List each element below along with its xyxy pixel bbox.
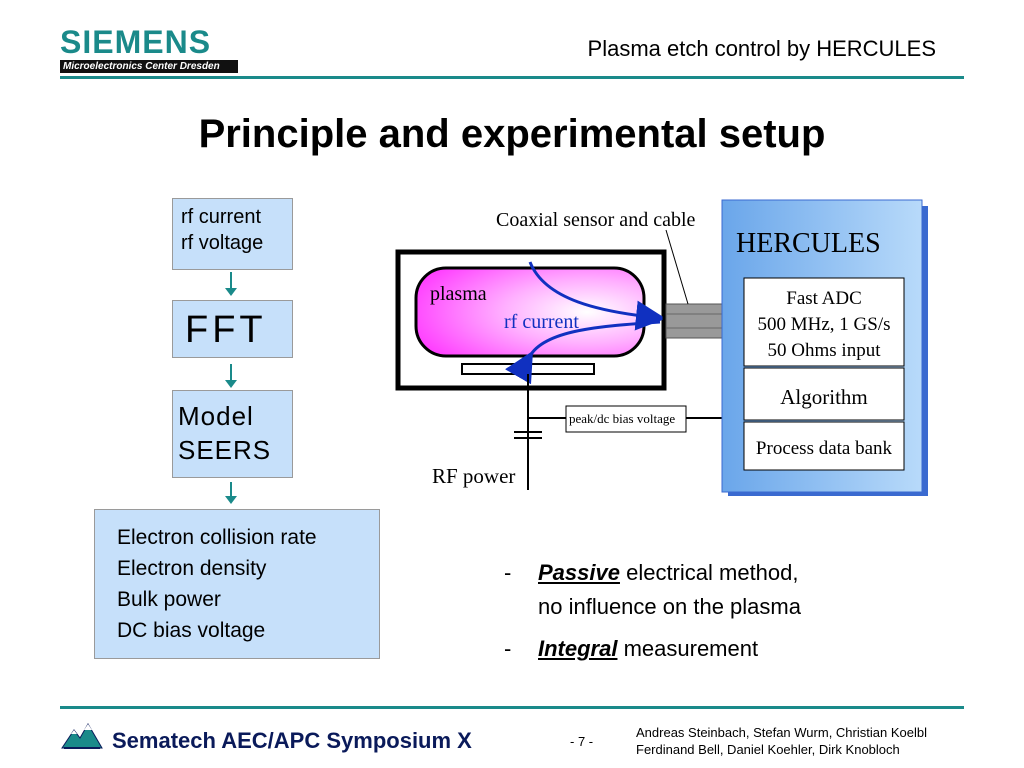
logo-subtitle: Microelectronics Center Dresden xyxy=(60,60,238,73)
coax-label: Coaxial sensor and cable xyxy=(496,209,695,231)
bullet-line2-passive: no influence on the plasma xyxy=(538,594,801,619)
logo-word: SIEMENS xyxy=(60,24,212,60)
hercules-title: HERCULES xyxy=(736,228,881,259)
result-electron-density: Electron density xyxy=(117,557,267,580)
rf-voltage-text: rf voltage xyxy=(181,232,264,254)
result-dc-bias: DC bias voltage xyxy=(117,619,266,642)
bias-label: peak/dc bias voltage xyxy=(569,411,675,426)
bullet-dash: - xyxy=(504,560,512,585)
authors-line-1: Andreas Steinbach, Stefan Wurm, Christia… xyxy=(636,725,927,740)
flow-arrow-3 xyxy=(225,482,237,504)
result-bulk-power: Bulk power xyxy=(117,588,221,611)
bullet-emph-integral: Integral xyxy=(538,636,618,661)
wafer-electrode xyxy=(461,363,595,375)
model-text: Model xyxy=(178,401,254,431)
flow-box-results: Electron collision rate Electron density… xyxy=(94,509,380,659)
bullet-integral: - Integral measurement xyxy=(504,632,801,666)
bias-box xyxy=(565,405,687,433)
rf-power-label: RF power xyxy=(432,464,515,488)
adc-line-3: 50 Ohms input xyxy=(768,340,882,361)
algorithm-box xyxy=(743,367,905,421)
coax-leader xyxy=(665,229,689,305)
bullet-rest-integral: measurement xyxy=(617,636,759,661)
rf-current-text: rf current xyxy=(181,206,262,228)
flow-box-rf-inputs: rf current rf voltage xyxy=(172,198,293,270)
adc-box xyxy=(743,277,905,367)
adc-line-1: Fast ADC xyxy=(786,288,862,309)
adc-line-2: 500 MHz, 1 GS/s xyxy=(757,314,890,335)
footer-conference: Sematech AEC/APC Symposium X xyxy=(112,728,472,753)
databank-label: Process data bank xyxy=(756,438,893,459)
result-collision-rate: Electron collision rate xyxy=(117,526,317,549)
rf-current-label: rf current xyxy=(504,311,579,333)
slide-topic: Plasma etch control by HERCULES xyxy=(587,36,936,61)
bullet-emph-passive: Passive xyxy=(538,560,620,585)
flow-box-model: Model SEERS xyxy=(172,390,293,478)
footer-page-number: - 7 - xyxy=(570,734,594,749)
plasma-label: plasma xyxy=(430,283,487,305)
footer-rule xyxy=(60,706,964,709)
header-rule xyxy=(60,76,964,79)
rf-current-arrow-top xyxy=(528,261,666,331)
bullet-passive: - Passive electrical method, no influenc… xyxy=(504,556,801,624)
mountain-logo-icon xyxy=(61,723,103,749)
seers-text: SEERS xyxy=(178,435,272,465)
bullet-dash: - xyxy=(504,636,512,661)
footer-authors: Andreas Steinbach, Stefan Wurm, Christia… xyxy=(636,724,927,758)
algorithm-label: Algorithm xyxy=(780,385,868,409)
rf-current-arrow-bottom xyxy=(504,320,661,385)
siemens-logo: SIEMENS Microelectronics Center Dresden xyxy=(60,26,238,73)
flow-arrow-1 xyxy=(225,272,237,296)
flow-box-fft: FFT xyxy=(172,300,293,358)
bullet-rest-passive: electrical method, xyxy=(619,560,799,585)
bullet-list: - Passive electrical method, no influenc… xyxy=(504,556,801,666)
page-title: Principle and experimental setup xyxy=(198,112,826,156)
authors-line-2: Ferdinand Bell, Daniel Koehler, Dirk Kno… xyxy=(636,742,900,757)
flow-arrow-2 xyxy=(225,364,237,388)
databank-box xyxy=(743,421,905,471)
fft-text: FFT xyxy=(185,309,267,351)
